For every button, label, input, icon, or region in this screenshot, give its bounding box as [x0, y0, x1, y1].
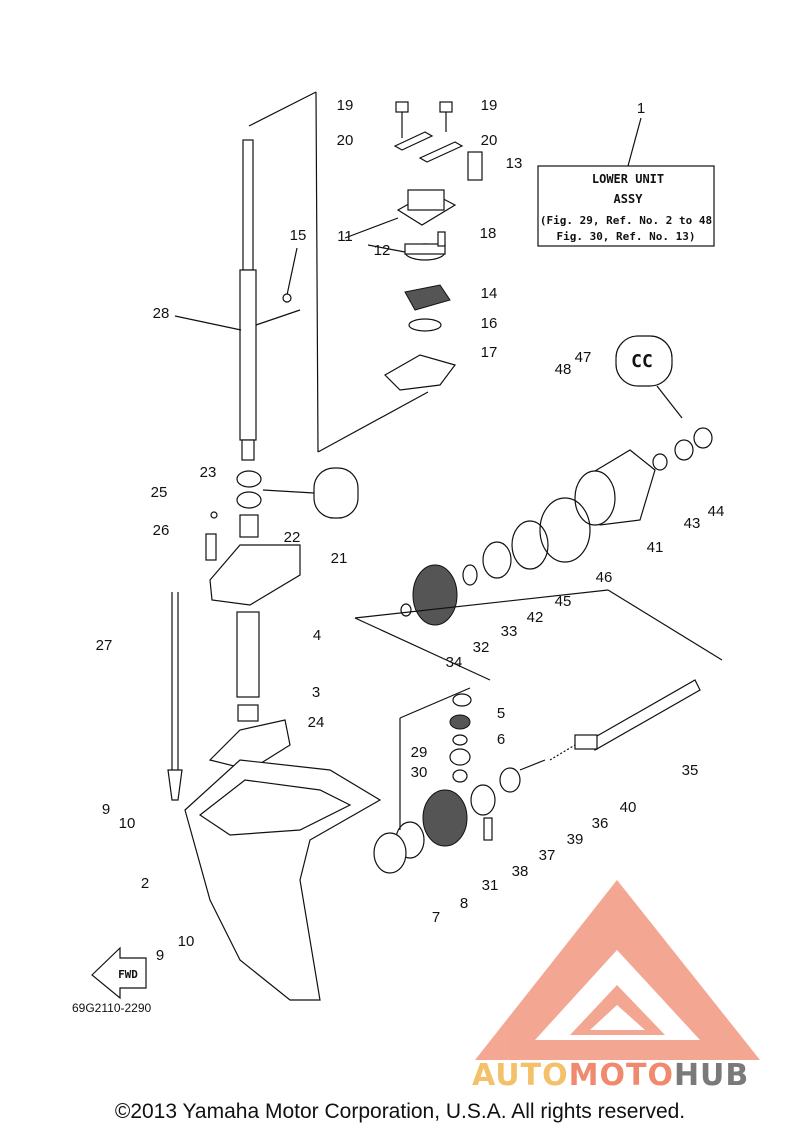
callout-11: 11 [337, 228, 353, 245]
callout-36: 36 [592, 815, 609, 832]
box-ref-line1: (Fig. 29, Ref. No. 2 to 48 [540, 214, 712, 227]
callout-2: 2 [141, 875, 149, 892]
watermark-part2: MOTO [568, 1058, 674, 1093]
callout-19: 19 [481, 97, 498, 114]
callout-8: 8 [460, 895, 468, 912]
callout-18: 18 [480, 225, 497, 242]
callout-34: 34 [446, 654, 463, 671]
callout-28: 28 [153, 305, 170, 322]
upper-housing-parts [167, 467, 359, 801]
callout-23: 23 [200, 464, 217, 481]
callout-25: 25 [151, 484, 168, 501]
callout-39: 39 [567, 831, 584, 848]
lower-case [184, 759, 382, 1001]
callout-47: 47 [575, 349, 592, 366]
copyright-notice: ©2013 Yamaha Motor Corporation, U.S.A. A… [114, 1100, 686, 1123]
callout-1: 1 [637, 100, 645, 117]
callout-33: 33 [501, 623, 518, 640]
callout-48: 48 [555, 361, 572, 378]
callout-17: 17 [481, 344, 498, 361]
callout-44: 44 [708, 503, 725, 520]
callout-13: 13 [506, 155, 523, 172]
callout-40: 40 [620, 799, 637, 816]
callout-4: 4 [313, 627, 321, 644]
callout-6: 6 [497, 731, 505, 748]
box-title-line2: ASSY [614, 192, 644, 206]
callout-24: 24 [308, 714, 325, 731]
callout-45: 45 [555, 593, 572, 610]
lower-unit-box: LOWER UNIT ASSY (Fig. 29, Ref. No. 2 to … [537, 100, 715, 247]
callout-38: 38 [512, 863, 529, 880]
water-pump-parts [344, 101, 483, 391]
callout-9: 9 [156, 947, 164, 964]
drive-shaft [174, 91, 429, 461]
callout-29: 29 [411, 744, 428, 761]
callout-41: 41 [647, 539, 664, 556]
callout-22: 22 [284, 529, 301, 546]
callout-20: 20 [481, 132, 498, 149]
callout-10: 10 [178, 933, 195, 950]
box-ref-line2: Fig. 30, Ref. No. 13) [556, 230, 695, 243]
fwd-arrow: FWD [91, 946, 147, 1000]
callout-5: 5 [497, 705, 505, 722]
callout-43: 43 [684, 515, 701, 532]
callout-37: 37 [539, 847, 556, 864]
callout-14: 14 [481, 285, 498, 302]
callout-3: 3 [312, 684, 320, 701]
callout-27: 27 [96, 637, 113, 654]
callout-26: 26 [153, 522, 170, 539]
gear-parts [354, 427, 723, 874]
callout-35: 35 [682, 762, 699, 779]
watermark-logo [475, 880, 760, 1060]
callout-16: 16 [481, 315, 498, 332]
box-title-line1: LOWER UNIT [592, 172, 664, 186]
callout-21: 21 [331, 550, 348, 567]
callout-42: 42 [527, 609, 544, 626]
watermark-part1: AUTO [472, 1058, 569, 1093]
cc-badge: CC [615, 335, 683, 419]
callout-12: 12 [374, 242, 391, 259]
watermark-text: AUTOMOTOHUB [472, 1058, 749, 1093]
callout-46: 46 [596, 569, 613, 586]
watermark-part3: HUB [673, 1058, 750, 1093]
callout-31: 31 [482, 877, 499, 894]
callout-7: 7 [432, 909, 440, 926]
callout-32: 32 [473, 639, 490, 656]
fwd-label: FWD [118, 968, 138, 981]
drawing-code: 69G2110-2290 [72, 1001, 152, 1015]
callout-19: 19 [337, 97, 354, 114]
callout-9: 9 [102, 801, 110, 818]
callout-30: 30 [411, 764, 428, 781]
svg-text:CC: CC [631, 351, 653, 372]
callout-20: 20 [337, 132, 354, 149]
callout-15: 15 [290, 227, 307, 244]
callout-10: 10 [119, 815, 136, 832]
